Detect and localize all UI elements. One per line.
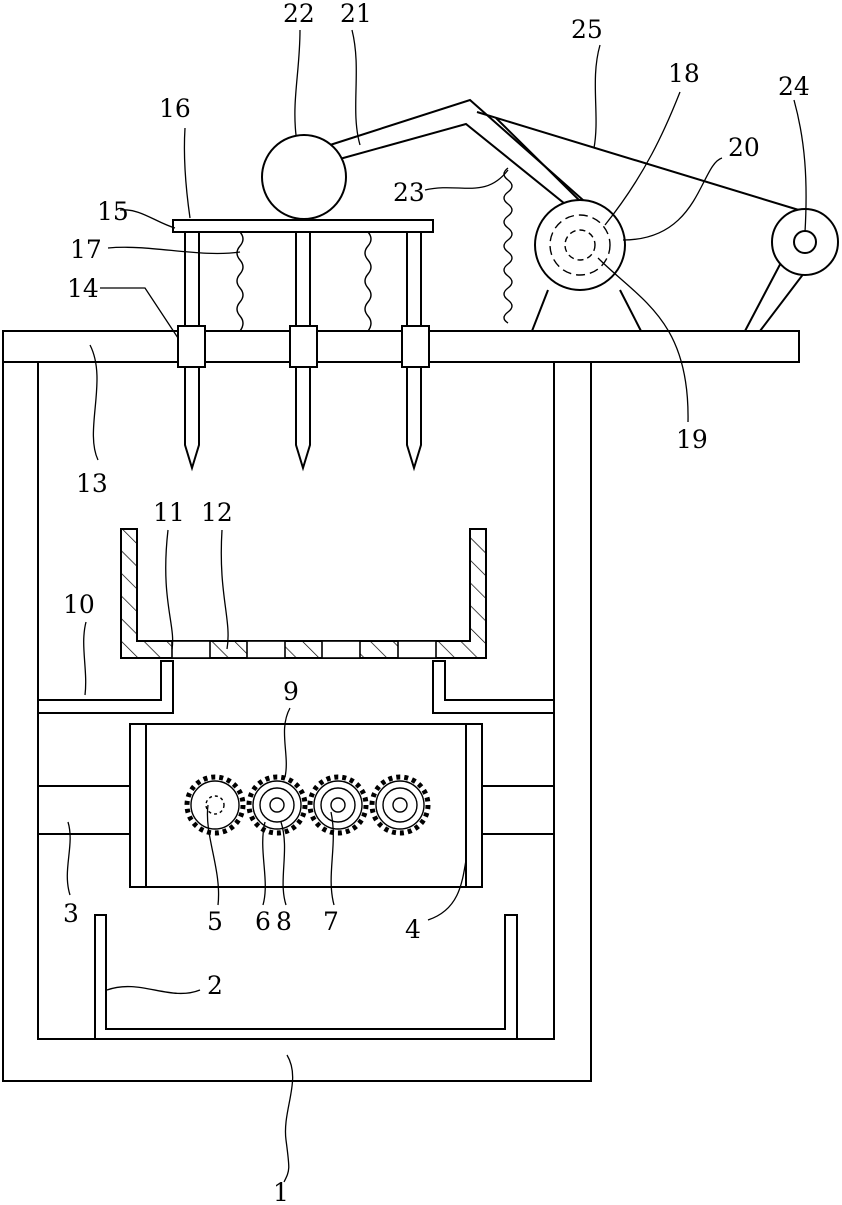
label-4: 4 — [405, 915, 421, 944]
spring-large — [504, 168, 512, 323]
label-9: 9 — [283, 677, 299, 706]
label-20: 20 — [728, 133, 760, 162]
label-2: 2 — [207, 971, 223, 1000]
gear-2 — [249, 777, 305, 833]
label-16: 16 — [159, 94, 191, 123]
label-21: 21 — [340, 0, 372, 28]
gear-1 — [187, 777, 243, 833]
gear-4 — [372, 777, 428, 833]
label-15: 15 — [97, 197, 129, 226]
label-24: 24 — [778, 72, 810, 101]
label-11: 11 — [153, 498, 185, 527]
label-23: 23 — [393, 178, 425, 207]
roller — [262, 135, 346, 219]
label-25: 25 — [571, 15, 603, 44]
label-12: 12 — [201, 498, 233, 527]
label-19: 19 — [676, 425, 708, 454]
label-7: 7 — [323, 907, 339, 936]
label-8: 8 — [276, 907, 292, 936]
motor-mount — [532, 290, 641, 331]
label-13: 13 — [76, 469, 108, 498]
label-3: 3 — [63, 899, 79, 928]
press-plate — [173, 220, 433, 232]
lever-arm — [330, 100, 583, 212]
motor-disc — [535, 200, 625, 290]
label-14: 14 — [67, 274, 99, 303]
label-17: 17 — [70, 235, 102, 264]
label-18: 18 — [668, 59, 700, 88]
label-6: 6 — [255, 907, 271, 936]
gear-3 — [310, 777, 366, 833]
label-1: 1 — [273, 1178, 289, 1205]
label-22: 22 — [283, 0, 315, 28]
label-10: 10 — [63, 590, 95, 619]
label-5: 5 — [207, 907, 223, 936]
